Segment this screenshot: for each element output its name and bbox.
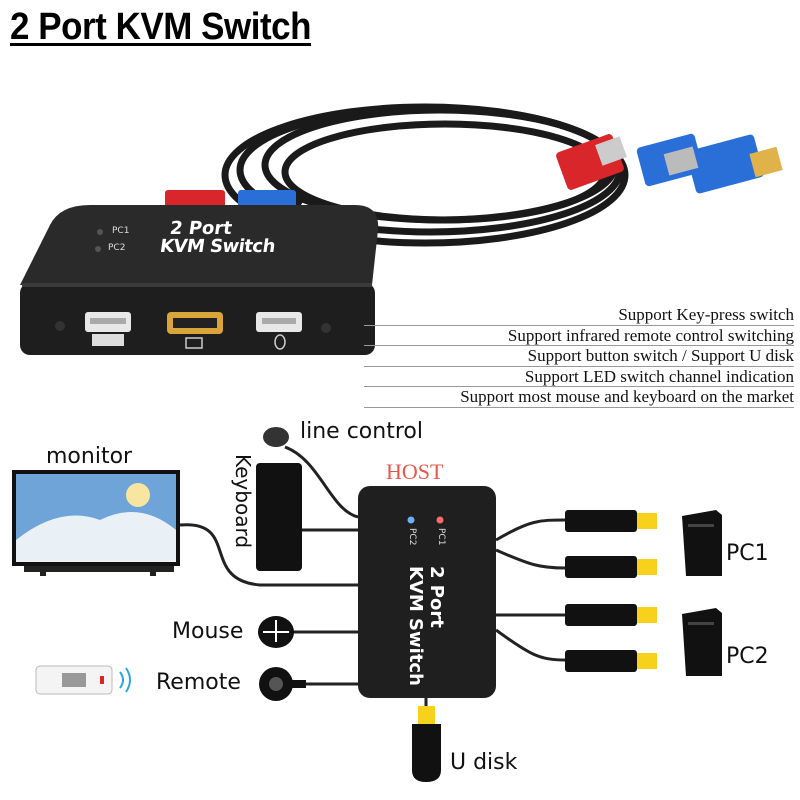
box-brand-line2: KVM Switch [405,566,426,686]
monitor-label: monitor [46,444,133,469]
mouse-graphic [258,616,294,648]
page-title: 2 Port KVM Switch [10,6,312,48]
cable-plugs [556,133,783,194]
ir-receiver-graphic [259,667,306,701]
kvm-switch-photo [20,205,379,355]
keyboard-label: Keyboard [231,454,255,549]
pc1-label: PC1 [726,541,769,566]
photo-brand-line2: KVM Switch [158,236,277,257]
photo-led-pc1-label: PC1 [112,226,130,236]
box-brand-line1: 2 Port [426,566,447,628]
kvm-switch-box [358,486,496,698]
box-led-pc1-label: PC1 [436,528,446,546]
photo-led-pc2-label: PC2 [108,243,126,253]
feature-item: Support infrared remote control switchin… [364,326,794,347]
remote-control-graphic [35,665,131,695]
feature-item: Support LED switch channel indication [364,367,794,388]
box-led-pc2-label: PC2 [407,528,417,546]
feature-list: Support Key-press switch Support infrare… [364,305,794,408]
line-control-label: line control [300,419,423,444]
keyboard-graphic [256,463,302,571]
feature-item: Support button switch / Support U disk [364,346,794,367]
u-disk-label: U disk [450,750,518,775]
pc-towers [682,510,722,676]
cable-coil [221,103,629,259]
pc2-label: PC2 [726,644,769,669]
remote-label: Remote [156,670,241,695]
feature-item: Support most mouse and keyboard on the m… [364,387,794,408]
u-disk-graphic [412,706,441,782]
monitor-graphic [12,470,180,576]
mouse-label: Mouse [172,619,244,644]
host-label: HOST [386,459,444,484]
feature-item: Support Key-press switch [364,305,794,326]
pc-connectors [565,510,657,672]
